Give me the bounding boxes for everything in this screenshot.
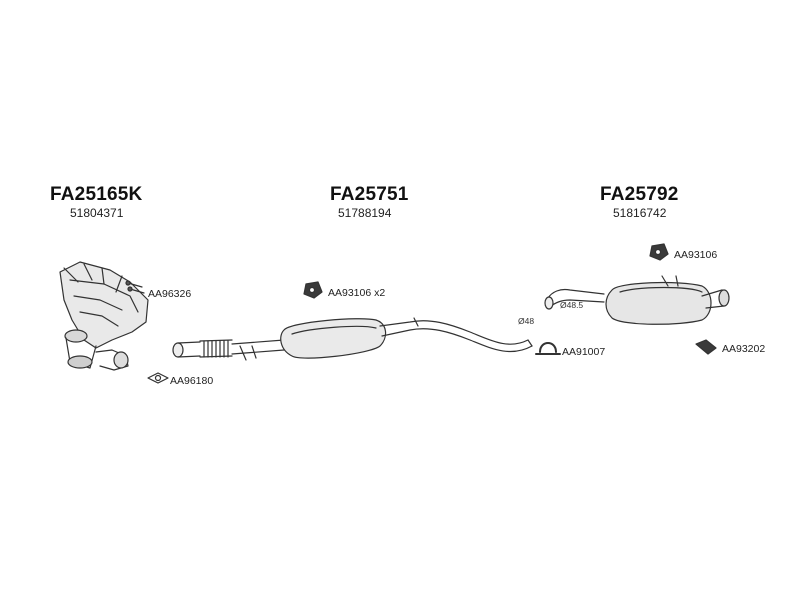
group-3-ref: 51816742 (613, 206, 667, 220)
front-pipe-middle-silencer (172, 317, 533, 361)
part-label-gasket: AA96180 (170, 375, 213, 387)
pipe-diameter-rear: Ø48.5 (560, 300, 583, 310)
part-label-bolt: AA96326 (148, 288, 191, 300)
group-1-code: FA25165K (50, 184, 143, 205)
clamp-drawing (535, 342, 561, 355)
group-3-code: FA25792 (600, 184, 679, 205)
part-label-clamp: AA91007 (562, 346, 605, 358)
part-label-hanger-pair: AA93106 x2 (328, 287, 385, 299)
group-2-code: FA25751 (330, 184, 409, 205)
part-label-bracket: AA93202 (722, 343, 765, 355)
bolt-drawing (125, 280, 145, 294)
rubber-hanger-drawing (303, 281, 323, 299)
bracket-drawing (695, 339, 717, 355)
catalytic-converter-manifold (59, 261, 149, 371)
rear-silencer (544, 275, 730, 325)
group-2-ref: 51788194 (338, 206, 392, 220)
rear-hanger-drawing (649, 243, 669, 261)
part-label-rear-hanger: AA93106 (674, 249, 717, 261)
group-1-ref: 51804371 (70, 206, 124, 220)
pipe-diameter-front: Ø48 (518, 316, 534, 326)
gasket-drawing (147, 372, 169, 384)
